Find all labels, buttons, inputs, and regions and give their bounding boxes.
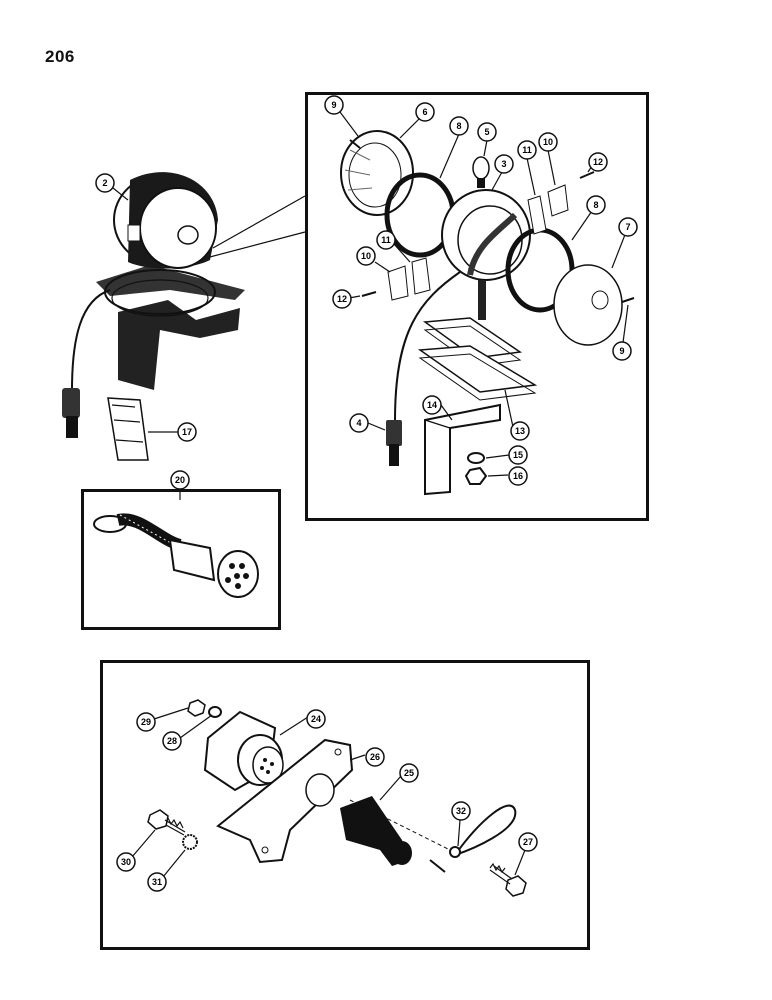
svg-text:27: 27 bbox=[523, 837, 533, 847]
callout-8-upper: 8 bbox=[449, 116, 469, 136]
callout-5: 5 bbox=[477, 122, 497, 142]
callout-11-lower: 11 bbox=[376, 230, 396, 250]
callout-14: 14 bbox=[422, 395, 442, 415]
callout-32: 32 bbox=[451, 801, 471, 821]
svg-text:3: 3 bbox=[501, 159, 506, 169]
svg-text:12: 12 bbox=[593, 157, 603, 167]
svg-text:32: 32 bbox=[456, 806, 466, 816]
callout-13: 13 bbox=[510, 421, 530, 441]
callout-26: 26 bbox=[365, 747, 385, 767]
svg-text:10: 10 bbox=[543, 137, 553, 147]
assembled-lamp bbox=[62, 172, 306, 461]
callout-27: 27 bbox=[518, 832, 538, 852]
callout-28: 28 bbox=[162, 731, 182, 751]
svg-text:20: 20 bbox=[175, 475, 185, 485]
callout-10-upper: 10 bbox=[538, 132, 558, 152]
callout-10-lower: 10 bbox=[356, 246, 376, 266]
svg-text:15: 15 bbox=[513, 450, 523, 460]
svg-text:12: 12 bbox=[337, 294, 347, 304]
svg-text:14: 14 bbox=[427, 400, 437, 410]
svg-text:24: 24 bbox=[311, 714, 321, 724]
svg-text:31: 31 bbox=[152, 877, 162, 887]
svg-text:30: 30 bbox=[121, 857, 131, 867]
socket-exploded-parts bbox=[147, 699, 527, 897]
svg-text:2: 2 bbox=[102, 178, 107, 188]
callout-9-lens-screw: 9 bbox=[324, 95, 344, 115]
callout-17: 17 bbox=[177, 422, 197, 442]
callout-8-lower: 8 bbox=[586, 195, 606, 215]
callout-16: 16 bbox=[508, 466, 528, 486]
svg-text:8: 8 bbox=[456, 121, 461, 131]
callout-20: 20 bbox=[170, 470, 190, 490]
svg-text:29: 29 bbox=[141, 717, 151, 727]
svg-text:26: 26 bbox=[370, 752, 380, 762]
svg-text:9: 9 bbox=[331, 100, 336, 110]
callout-12-lower: 12 bbox=[332, 289, 352, 309]
svg-text:5: 5 bbox=[484, 127, 489, 137]
callout-2: 2 bbox=[95, 173, 115, 193]
callout-30: 30 bbox=[116, 852, 136, 872]
svg-text:7: 7 bbox=[625, 222, 630, 232]
callout-7: 7 bbox=[618, 217, 638, 237]
svg-text:13: 13 bbox=[515, 426, 525, 436]
svg-text:16: 16 bbox=[513, 471, 523, 481]
svg-text:10: 10 bbox=[361, 251, 371, 261]
svg-text:25: 25 bbox=[404, 768, 414, 778]
callout-11-upper: 11 bbox=[517, 140, 537, 160]
callout-12-upper: 12 bbox=[588, 152, 608, 172]
callout-6: 6 bbox=[415, 102, 435, 122]
svg-text:11: 11 bbox=[381, 235, 391, 245]
svg-text:17: 17 bbox=[182, 427, 192, 437]
svg-text:9: 9 bbox=[619, 346, 624, 356]
plug-assembly bbox=[93, 513, 259, 598]
callout-31: 31 bbox=[147, 872, 167, 892]
callout-24: 24 bbox=[306, 709, 326, 729]
svg-text:11: 11 bbox=[522, 145, 532, 155]
svg-text:28: 28 bbox=[167, 736, 177, 746]
callout-29: 29 bbox=[136, 712, 156, 732]
callout-4: 4 bbox=[349, 413, 369, 433]
lamp-exploded-parts bbox=[340, 130, 635, 496]
svg-text:6: 6 bbox=[422, 107, 427, 117]
svg-text:8: 8 bbox=[593, 200, 598, 210]
callout-3: 3 bbox=[494, 154, 514, 174]
svg-text:4: 4 bbox=[356, 418, 361, 428]
callout-9-lamp-screw: 9 bbox=[612, 341, 632, 361]
callout-15: 15 bbox=[508, 445, 528, 465]
callout-25: 25 bbox=[399, 763, 419, 783]
page-number: 206 bbox=[45, 47, 75, 66]
